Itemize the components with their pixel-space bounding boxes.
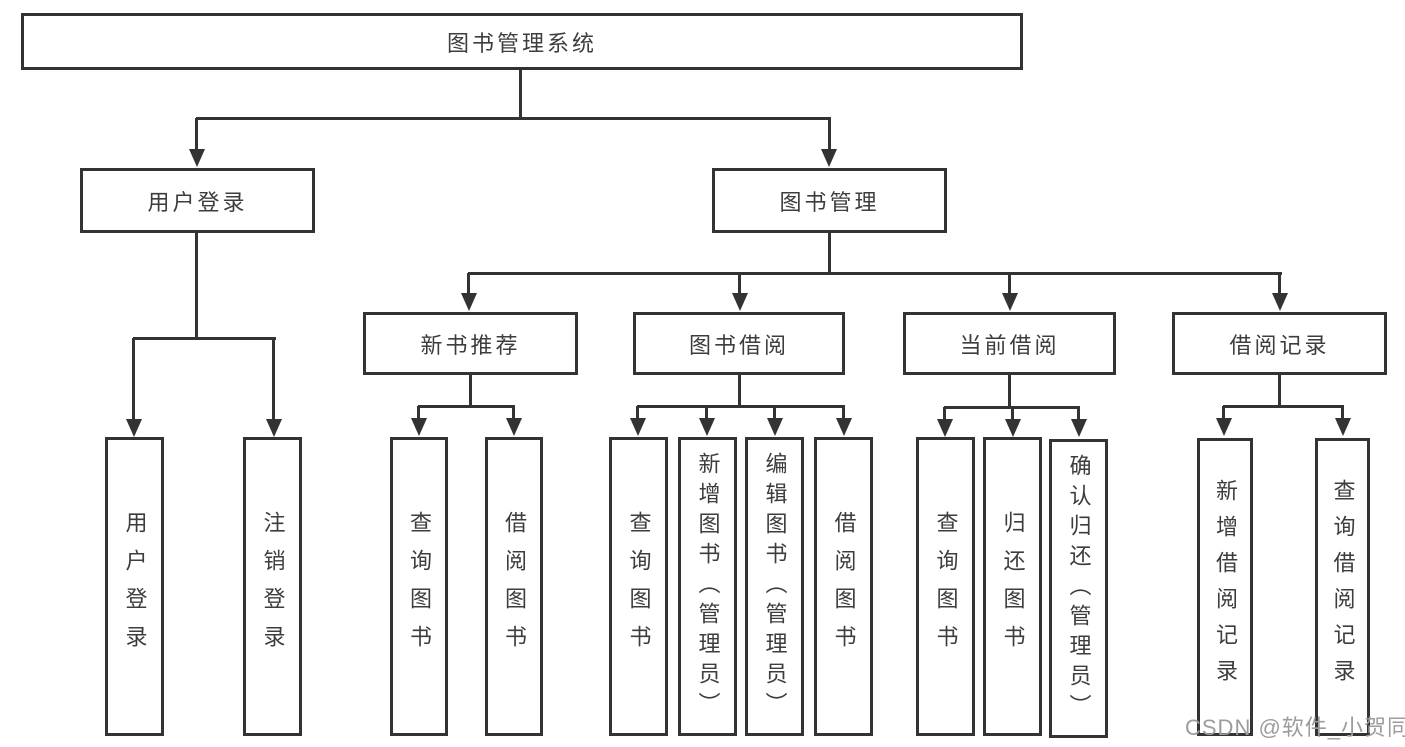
- node-borrow-records-label: 借阅记录: [1229, 332, 1330, 358]
- connector-stem-leaf-user-login: [132, 338, 135, 422]
- connector-stem-current-borrow: [1008, 273, 1011, 295]
- connector-root-stem: [519, 70, 522, 120]
- connector-stem-leaf: [1077, 407, 1080, 421]
- connector-stem-leaf: [773, 406, 776, 421]
- arrow-down-current-borrow: [1002, 293, 1018, 311]
- leaf-user-login-label: 用户登录: [122, 510, 148, 663]
- connector-stem-book-management: [828, 118, 831, 152]
- leaf-query-borrow-record: 查询借阅记录: [1315, 438, 1370, 736]
- arrow-down-book-borrow: [732, 293, 748, 311]
- connector-stem-leaf: [417, 406, 420, 421]
- node-root: 图书管理系统: [21, 13, 1023, 70]
- leaf-query-books-borrow: 查询图书: [609, 437, 668, 736]
- leaf-borrow-books-recommend-label: 借阅图书: [502, 510, 527, 663]
- leaf-add-borrow-record-label: 新增借阅记录: [1213, 479, 1238, 695]
- arrow-down-leaf: [937, 419, 953, 437]
- node-book-borrow-label: 图书借阅: [688, 332, 789, 358]
- leaf-query-borrow-record-label: 查询借阅记录: [1330, 479, 1356, 695]
- connector-book-management-branch: [468, 272, 1282, 275]
- leaf-borrow-books: 借阅图书: [814, 437, 873, 736]
- leaf-edit-book-admin-label: 编辑图书（管理员）: [762, 451, 788, 722]
- connector-user-login-branch: [133, 337, 276, 340]
- node-root-label: 图书管理系统: [446, 30, 597, 56]
- leaf-query-books-recommend-label: 查询图书: [407, 510, 432, 663]
- arrow-down-new-book: [461, 293, 477, 311]
- node-user-login: 用户登录: [80, 168, 315, 233]
- node-book-borrow: 图书借阅: [633, 312, 845, 375]
- connector-stem-leaf: [636, 406, 639, 421]
- arrow-down-book-management: [821, 149, 837, 167]
- node-current-borrow: 当前借阅: [903, 312, 1116, 375]
- node-new-book-recommend: 新书推荐: [363, 312, 578, 375]
- connector-book-borrow-stem: [738, 375, 741, 408]
- leaf-confirm-return-admin-label: 确认归还（管理员）: [1066, 453, 1092, 724]
- arrow-down-borrow-records: [1272, 293, 1288, 311]
- node-new-book-recommend-label: 新书推荐: [420, 332, 521, 358]
- leaf-add-book-admin: 新增图书（管理员）: [678, 437, 737, 736]
- arrow-down-leaf: [506, 418, 522, 436]
- connector-stem-leaf: [512, 406, 515, 421]
- connector-current-borrow-stem: [1008, 375, 1011, 409]
- connector-book-management-stem: [828, 233, 831, 275]
- connector-user-login-stem: [195, 233, 198, 340]
- connector-stem-leaf-logout: [272, 338, 275, 422]
- connector-new-book-stem: [469, 375, 472, 408]
- node-book-management-label: 图书管理: [779, 189, 880, 215]
- node-user-login-label: 用户登录: [147, 189, 248, 215]
- connector-borrow-records-branch: [1223, 405, 1344, 408]
- connector-stem-leaf: [1341, 406, 1344, 421]
- node-current-borrow-label: 当前借阅: [959, 332, 1060, 358]
- arrow-down-leaf: [1005, 419, 1021, 437]
- arrow-down-leaf-user-login: [126, 419, 142, 437]
- connector-root-branch: [196, 117, 831, 120]
- connector-borrow-records-stem: [1278, 375, 1281, 408]
- arrow-down-leaf: [1335, 418, 1351, 436]
- leaf-user-login: 用户登录: [105, 437, 164, 736]
- arrow-down-leaf: [767, 418, 783, 436]
- leaf-edit-book-admin: 编辑图书（管理员）: [745, 437, 804, 736]
- connector-stem-leaf: [842, 406, 845, 421]
- leaf-logout: 注销登录: [243, 437, 302, 736]
- connector-stem-leaf: [1222, 406, 1225, 421]
- arrow-down-leaf: [836, 418, 852, 436]
- leaf-confirm-return-admin: 确认归还（管理员）: [1049, 439, 1108, 738]
- arrow-down-leaf-logout: [266, 419, 282, 437]
- connector-stem-leaf: [943, 407, 946, 421]
- leaf-add-borrow-record: 新增借阅记录: [1197, 438, 1253, 736]
- leaf-borrow-books-recommend: 借阅图书: [485, 437, 543, 736]
- arrow-down-leaf: [630, 418, 646, 436]
- leaf-add-book-admin-label: 新增图书（管理员）: [695, 451, 721, 722]
- leaf-query-books-current: 查询图书: [916, 437, 975, 736]
- arrow-down-user-login: [189, 149, 205, 167]
- connector-stem-leaf: [1011, 407, 1014, 421]
- node-book-management: 图书管理: [712, 168, 947, 233]
- leaf-borrow-books-label: 借阅图书: [831, 510, 857, 663]
- leaf-query-books-recommend: 查询图书: [390, 437, 448, 736]
- connector-stem-new-book: [467, 273, 470, 295]
- arrow-down-leaf: [411, 418, 427, 436]
- leaf-query-books-borrow-label: 查询图书: [626, 510, 652, 663]
- leaf-query-books-current-label: 查询图书: [933, 510, 959, 663]
- connector-new-book-branch: [418, 405, 515, 408]
- arrow-down-leaf: [1216, 418, 1232, 436]
- connector-stem-book-borrow: [738, 273, 741, 295]
- connector-stem-borrow-records: [1278, 273, 1281, 295]
- node-borrow-records: 借阅记录: [1172, 312, 1387, 375]
- leaf-return-books: 归还图书: [983, 437, 1042, 736]
- watermark: CSDN @软件_小贺同学: [1185, 715, 1405, 740]
- connector-stem-user-login: [195, 118, 198, 152]
- connector-stem-leaf: [705, 406, 708, 421]
- arrow-down-leaf: [1071, 419, 1087, 437]
- leaf-logout-label: 注销登录: [260, 510, 286, 663]
- connector-book-borrow-branch: [637, 405, 845, 408]
- arrow-down-leaf: [699, 418, 715, 436]
- leaf-return-books-label: 归还图书: [1000, 510, 1026, 663]
